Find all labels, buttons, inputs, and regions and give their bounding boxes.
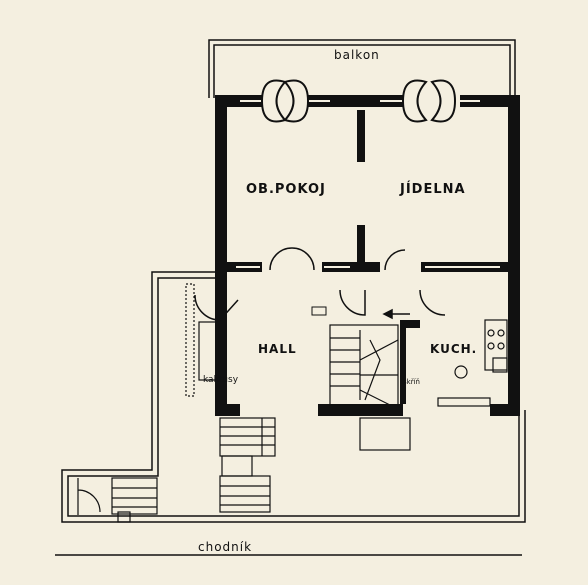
hall-fixture [311, 306, 327, 316]
kitchen-fittings [437, 319, 508, 407]
interior-walls [227, 110, 508, 404]
front-steps [219, 417, 411, 513]
terrace-outline [61, 271, 526, 523]
cabinet-label: skříň [403, 378, 420, 386]
living-room-label: OB.POKOJ [246, 182, 326, 197]
kitchen-label: KUCH. [430, 342, 478, 356]
dining-room-label: JÍDELNA [400, 182, 466, 197]
cacti-label: kaktusy [203, 375, 239, 385]
cactus-planter [185, 283, 220, 397]
windows [236, 100, 500, 268]
stair-arrow [382, 308, 410, 320]
balcony-label: balkon [334, 48, 380, 62]
exterior-walls [215, 95, 520, 416]
balcony-doors [261, 79, 456, 123]
interior-doors [194, 247, 446, 321]
hall-label: HALL [258, 342, 297, 356]
sidewalk-label: chodník [198, 540, 253, 554]
balcony-rail [208, 39, 516, 98]
entrance-steps [77, 477, 158, 523]
staircase [329, 324, 399, 406]
